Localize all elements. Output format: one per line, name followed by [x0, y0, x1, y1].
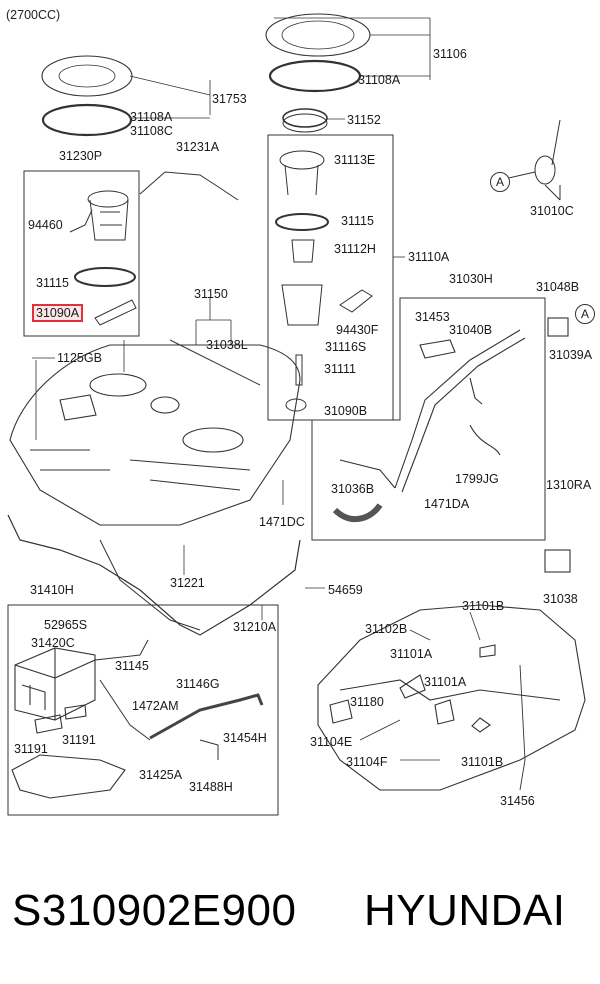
part-label-31038L[interactable]: 31038L	[206, 338, 248, 352]
box-31230P	[23, 170, 140, 337]
sensor-31010C	[499, 119, 561, 201]
tank-shield-31101	[317, 549, 586, 791]
part-label-31038[interactable]: 31038	[543, 592, 578, 606]
part-label-31101B-bottom[interactable]: 31101B	[461, 755, 504, 769]
footer-part-number: S310902E900	[12, 886, 297, 935]
gasket-31108A-left	[41, 103, 133, 137]
part-label-31101A-2[interactable]: 31101A	[424, 675, 467, 689]
part-label-1310RA[interactable]: 1310RA	[546, 478, 592, 492]
part-label-31115-left[interactable]: 31115	[36, 276, 69, 290]
part-label-31030H[interactable]: 31030H	[449, 272, 493, 286]
part-label-31115-right[interactable]: 31115	[341, 214, 374, 228]
part-label-31040B[interactable]: 31040B	[449, 323, 493, 337]
part-label-31101A-1[interactable]: 31101A	[390, 647, 433, 661]
part-label-94430F[interactable]: 94430F	[336, 323, 379, 337]
part-label-31113E[interactable]: 31113E	[334, 153, 376, 167]
part-label-31090B[interactable]: 31090B	[324, 404, 368, 418]
pump-assembly-right	[275, 150, 373, 412]
part-label-52965S[interactable]: 52965S	[44, 618, 88, 632]
part-label-94460[interactable]: 94460	[28, 218, 63, 232]
part-label-31102B[interactable]: 31102B	[365, 622, 408, 636]
part-label-31108A-left[interactable]: 31108A	[130, 110, 173, 124]
part-label-31425A[interactable]: 31425A	[139, 768, 183, 782]
part-label-1125GB[interactable]: 1125GB	[57, 351, 102, 365]
part-label-31231A[interactable]: 31231A	[176, 140, 220, 154]
part-label-1471DC[interactable]: 1471DC	[259, 515, 305, 529]
part-label-31180[interactable]: 31180	[350, 695, 384, 709]
part-label-31111[interactable]: 31111	[324, 362, 356, 376]
part-label-1472AM[interactable]: 1472AM	[132, 699, 179, 713]
part-label-31106[interactable]: 31106	[433, 47, 467, 61]
part-label-31116S[interactable]: 31116S	[325, 340, 367, 354]
part-label-31104E[interactable]: 31104E	[310, 735, 353, 749]
part-label-1799JG[interactable]: 1799JG	[455, 472, 499, 486]
engine-label: (2700CC)	[6, 8, 61, 22]
part-label-31230P[interactable]: 31230P	[59, 149, 103, 163]
box-31030H	[311, 297, 546, 541]
hose-31231A	[139, 171, 239, 201]
lock-ring-31152	[282, 108, 328, 128]
part-label-31210A[interactable]: 31210A	[233, 620, 277, 634]
part-label-31152[interactable]: 31152	[347, 113, 381, 127]
part-label-31191-a[interactable]: 31191	[14, 742, 48, 756]
part-label-31108A-top[interactable]: 31108A	[358, 73, 401, 87]
part-label-31090A-highlighted[interactable]: 31090A	[31, 304, 84, 322]
strap-31210A	[7, 514, 301, 636]
part-label-31453[interactable]: 31453	[415, 310, 450, 324]
footer-brand: HYUNDAI	[364, 886, 566, 935]
part-label-31010C[interactable]: 31010C	[530, 204, 574, 218]
part-label-31454H[interactable]: 31454H	[223, 731, 267, 745]
part-label-31191-b[interactable]: 31191	[62, 733, 96, 747]
fuel-tank-31150	[9, 344, 301, 526]
part-label-31420C[interactable]: 31420C	[31, 636, 75, 650]
canister-31420C	[11, 647, 126, 799]
pump-assembly-left	[69, 190, 137, 326]
plate-31753	[41, 55, 133, 97]
part-label-31104F[interactable]: 31104F	[346, 755, 388, 769]
part-label-31036B[interactable]: 31036B	[331, 482, 375, 496]
part-label-31221[interactable]: 31221	[170, 576, 205, 590]
callout-a-circle-1: A	[490, 172, 510, 192]
part-label-31108C[interactable]: 31108C	[130, 124, 173, 138]
box-31410H	[7, 604, 279, 816]
part-label-31150[interactable]: 31150	[194, 287, 228, 301]
part-label-31488H[interactable]: 31488H	[189, 780, 233, 794]
filler-neck-31040B	[339, 317, 569, 493]
callout-a-circle-2: A	[575, 304, 595, 324]
gasket-31108A-top	[268, 59, 362, 93]
part-label-31039A[interactable]: 31039A	[549, 348, 593, 362]
part-label-31146G[interactable]: 31146G	[176, 677, 220, 691]
part-label-31456[interactable]: 31456	[500, 794, 535, 808]
part-label-54659[interactable]: 54659	[328, 583, 363, 597]
part-label-31112H[interactable]: 31112H	[334, 242, 376, 256]
part-label-31145[interactable]: 31145	[115, 659, 149, 673]
part-label-1471DA[interactable]: 1471DA	[424, 497, 470, 511]
part-label-31101B-top[interactable]: 31101B	[462, 599, 505, 613]
part-label-31753[interactable]: 31753	[212, 92, 247, 106]
part-label-31110A[interactable]: 31110A	[408, 250, 450, 264]
part-label-31048B[interactable]: 31048B	[536, 280, 580, 294]
part-label-31410H[interactable]: 31410H	[30, 583, 74, 597]
